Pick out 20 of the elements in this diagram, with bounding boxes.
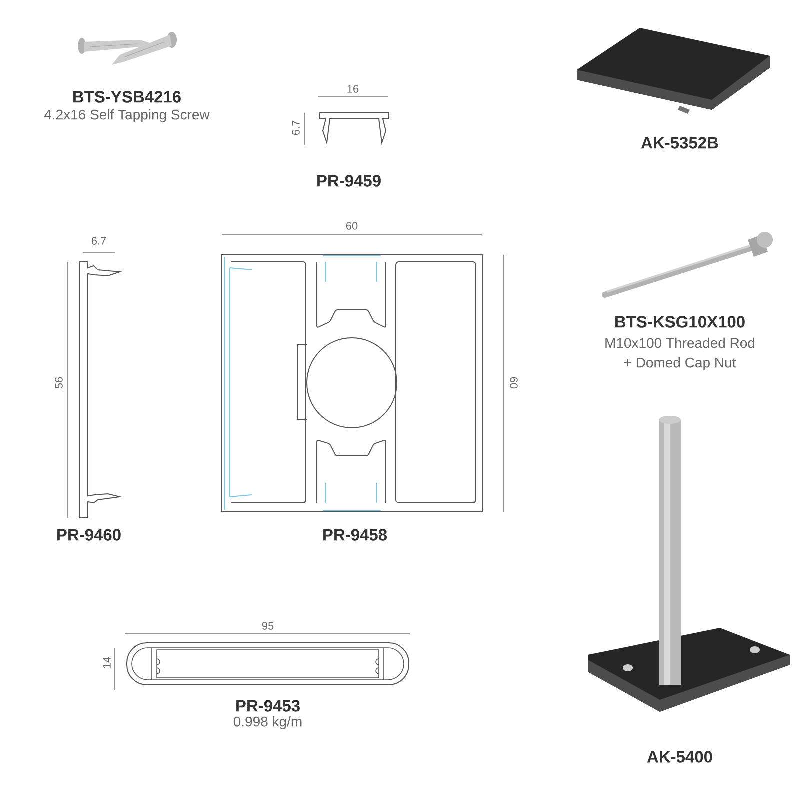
- part-number: BTS-YSB4216: [74, 91, 181, 103]
- part-description: 0.998 kg/m: [234, 716, 302, 730]
- dimension-label: 95: [262, 622, 274, 630]
- part-number: PR-9459: [318, 175, 381, 187]
- dimension-label: 56: [55, 377, 63, 389]
- dimension-label: 60: [346, 222, 358, 230]
- dimension-label: 60: [510, 377, 518, 389]
- part-number: AK-5400: [647, 751, 712, 763]
- dimension-label: 6.7: [292, 120, 300, 136]
- part-number: PR-9460: [58, 529, 121, 541]
- part-number: AK-5352B: [641, 137, 718, 149]
- part-description: + Domed Cap Nut: [624, 357, 736, 371]
- dimension-label: 14: [103, 657, 111, 668]
- part-number: PR-9453: [236, 700, 300, 712]
- part-description: 4.2x16 Self Tapping Screw: [44, 109, 210, 123]
- dimension-label: 16: [348, 85, 359, 93]
- part-number: PR-9458: [324, 529, 388, 541]
- part-number: BTS-KSG10X100: [616, 316, 745, 328]
- dimension-label: 6.7: [92, 237, 106, 245]
- part-description: M10x100 Threaded Rod: [606, 338, 755, 348]
